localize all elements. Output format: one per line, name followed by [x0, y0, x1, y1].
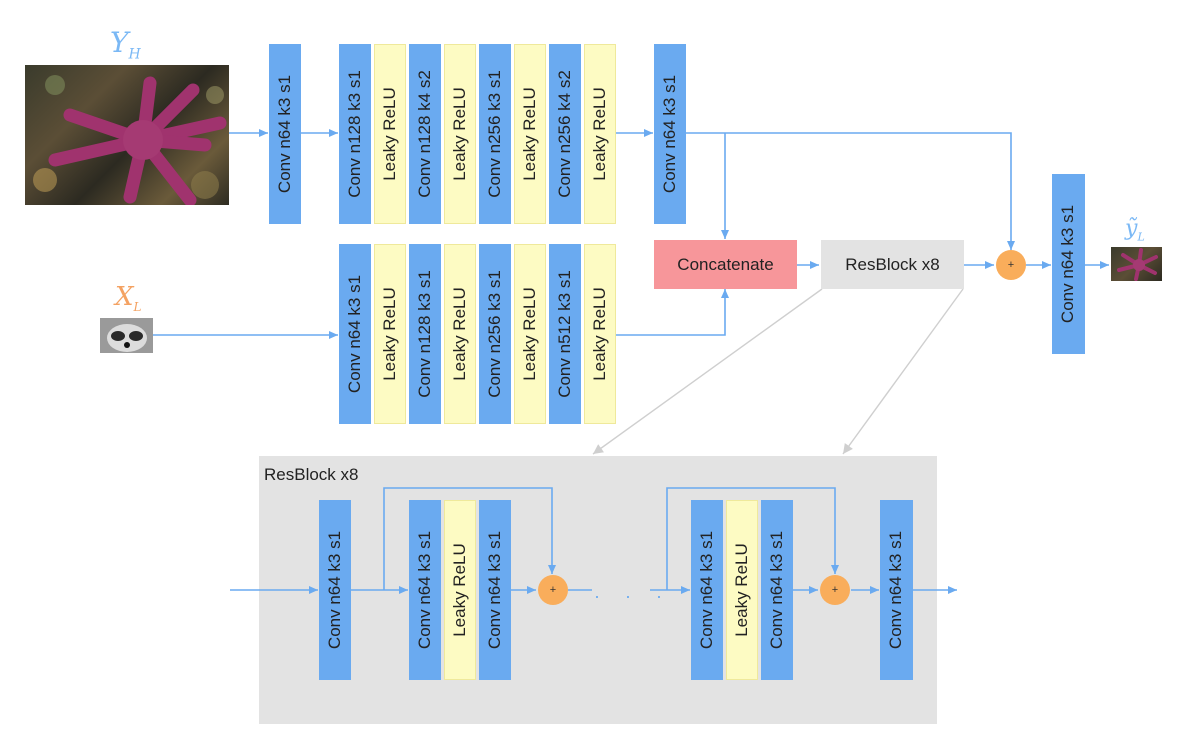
bottom-layer-4-label: Leaky ReLU: [450, 287, 469, 381]
top-layer-2: Leaky ReLU: [374, 44, 406, 224]
bottom-layer-7: Conv n512 k3 s1: [549, 244, 581, 424]
top-layer-8: Leaky ReLU: [584, 44, 616, 224]
output-starfish-image: [1117, 248, 1158, 281]
detail-block1-conv-b-label: Conv n64 k3 s1: [485, 530, 505, 650]
top-layer-3: Conv n128 k4 s2: [409, 44, 441, 224]
bottom-layer-2-label: Leaky ReLU: [380, 287, 399, 381]
top-layer-3-label: Conv n128 k4 s2: [415, 70, 434, 198]
top-layer-1: Conv n128 k3 s1: [339, 44, 371, 224]
bottom-layer-6: Leaky ReLU: [514, 244, 546, 424]
reference-label-sub: H: [128, 46, 141, 63]
bottom-layer-3: Conv n128 k3 s1: [409, 244, 441, 424]
reference-image: [25, 65, 229, 205]
zoom-line-left: [592, 288, 823, 455]
top-layer-4-label: Leaky ReLU: [450, 87, 469, 181]
detail-plus-node-2: +: [820, 575, 850, 605]
bottom-layer-6-label: Leaky ReLU: [520, 287, 539, 381]
lowres-label-sub: L: [133, 300, 142, 315]
lowres-image: [100, 318, 153, 353]
bottom-layer-8-label: Leaky ReLU: [590, 287, 609, 381]
arrow-skip-to-plus: [686, 132, 1015, 250]
output-label-main: ỹ: [1125, 216, 1138, 241]
bottom-layer-5: Conv n256 k3 s1: [479, 244, 511, 424]
bottom-layer-1-label: Conv n64 k3 s1: [345, 274, 365, 394]
output-label-sub: L: [1137, 230, 1145, 244]
arrow-to-concat-bottom: [616, 289, 729, 336]
merge-plus-node: +: [996, 250, 1026, 280]
top-layer-8-label: Leaky ReLU: [590, 87, 609, 181]
top-layer-2-label: Leaky ReLU: [380, 87, 399, 181]
top-layer-1-label: Conv n128 k3 s1: [345, 70, 364, 198]
bottom-layer-5-label: Conv n256 k3 s1: [485, 270, 504, 398]
arrow-detail-skip2: [666, 487, 839, 590]
top-layer-7: Conv n256 k4 s2: [549, 44, 581, 224]
detail-block1-conv-b: Conv n64 k3 s1: [479, 500, 511, 680]
detail-block2-relu-label: Leaky ReLU: [732, 543, 751, 637]
bottom-layer-2: Leaky ReLU: [374, 244, 406, 424]
top-layer-5-label: Conv n256 k3 s1: [485, 70, 504, 198]
resblock-detail-title: ResBlock x8: [264, 465, 359, 484]
output-image: [1111, 247, 1162, 281]
top-layer-6: Leaky ReLU: [514, 44, 546, 224]
detail-ellipsis: · · ·: [594, 586, 672, 606]
output-image-label: ỹL: [1125, 216, 1145, 243]
top-layer-6-label: Leaky ReLU: [520, 87, 539, 181]
starfish-image: [33, 75, 227, 205]
arrow-detail-skip1: [383, 487, 556, 590]
detail-block1-relu: Leaky ReLU: [444, 500, 476, 680]
detail-last-conv-label: Conv n64 k3 s1: [886, 530, 906, 650]
output-conv-label: Conv n64 k3 s1: [1058, 204, 1078, 324]
detail-first-conv-label: Conv n64 k3 s1: [325, 530, 345, 650]
top-layer-5: Conv n256 k3 s1: [479, 44, 511, 224]
detail-block1-conv-a: Conv n64 k3 s1: [409, 500, 441, 680]
top-last-conv: Conv n64 k3 s1: [654, 44, 686, 224]
bottom-layer-3-label: Conv n128 k3 s1: [415, 270, 434, 398]
reference-label-main: Y: [110, 26, 129, 59]
concatenate-block: Concatenate: [654, 240, 797, 289]
bottom-layer-4: Leaky ReLU: [444, 244, 476, 424]
lowres-label-main: X: [115, 282, 134, 312]
detail-plus-node-1: +: [538, 575, 568, 605]
top-layer-4: Leaky ReLU: [444, 44, 476, 224]
bottom-layer-7-label: Conv n512 k3 s1: [555, 270, 574, 398]
detail-block2-conv-a-label: Conv n64 k3 s1: [697, 530, 717, 650]
top-last-conv-label: Conv n64 k3 s1: [660, 74, 680, 194]
detail-block1-relu-label: Leaky ReLU: [450, 543, 469, 637]
top-layer-7-label: Conv n256 k4 s2: [555, 70, 574, 198]
bottom-layer-1: Conv n64 k3 s1: [339, 244, 371, 424]
top-first-conv: Conv n64 k3 s1: [269, 44, 301, 224]
detail-block2-conv-a: Conv n64 k3 s1: [691, 500, 723, 680]
detail-block2-relu: Leaky ReLU: [726, 500, 758, 680]
top-first-conv-label: Conv n64 k3 s1: [275, 74, 295, 194]
reference-image-label: YH: [110, 26, 141, 63]
detail-block2-conv-b-label: Conv n64 k3 s1: [767, 530, 787, 650]
resblock-block: ResBlock x8: [821, 240, 964, 289]
output-conv: Conv n64 k3 s1: [1052, 174, 1085, 354]
detail-last-conv: Conv n64 k3 s1: [880, 500, 913, 680]
zoom-line-right: [842, 288, 964, 455]
detail-block1-conv-a-label: Conv n64 k3 s1: [415, 530, 435, 650]
bottom-layer-8: Leaky ReLU: [584, 244, 616, 424]
raccoon-image: [100, 318, 153, 353]
detail-block2-conv-b: Conv n64 k3 s1: [761, 500, 793, 680]
lowres-image-label: XL: [115, 282, 141, 314]
detail-first-conv: Conv n64 k3 s1: [319, 500, 351, 680]
